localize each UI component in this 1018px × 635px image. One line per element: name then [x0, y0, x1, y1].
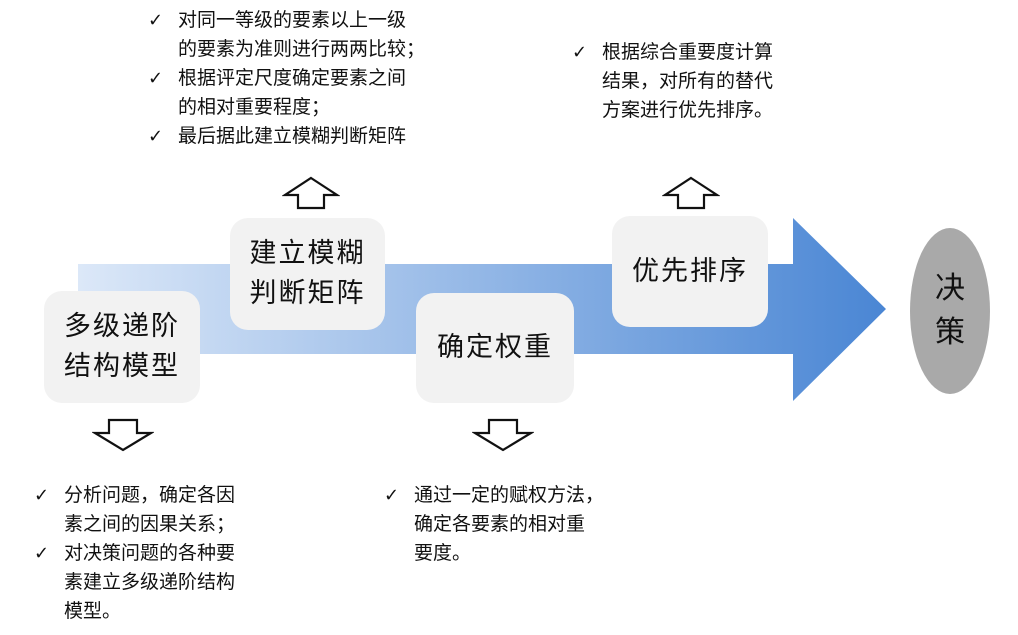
check-icon: ✓ — [148, 68, 164, 89]
note-text-line: 最后据此建立模糊判断矩阵 — [178, 125, 407, 147]
check-icon: ✓ — [34, 485, 50, 506]
step-hierarchy-label-line2: 结构模型 — [64, 351, 180, 382]
check-icon: ✓ — [384, 485, 400, 506]
decision-label-char1: 决 — [935, 271, 965, 306]
down-arrow-icon — [92, 418, 154, 452]
up-arrow-icon — [282, 176, 340, 210]
note-text-line: 的相对重要程度； — [178, 96, 331, 118]
list-item: ✓ 分析问题，确定各因 素之间的因果关系； — [34, 481, 284, 539]
note-text-line: 素建立多级递阶结构 — [64, 571, 236, 593]
step-fuzzy-matrix: 建立模糊 判断矩阵 — [230, 218, 385, 330]
note-text-line: 结果，对所有的替代 — [602, 70, 774, 92]
list-item: ✓ 通过一定的赋权方法， 确定各要素的相对重 要度。 — [384, 481, 644, 568]
list-item: ✓ 对同一等级的要素以上一级 的要素为准则进行两两比较； — [148, 6, 478, 64]
check-icon: ✓ — [34, 543, 50, 564]
note-text-line: 对决策问题的各种要 — [64, 542, 236, 564]
note-text-line: 方案进行优先排序。 — [602, 99, 774, 121]
check-icon: ✓ — [572, 42, 588, 63]
note-text-line: 对同一等级的要素以上一级 — [178, 9, 407, 31]
step-fuzzy-matrix-label-line2: 判断矩阵 — [249, 278, 366, 309]
check-icon: ✓ — [148, 10, 164, 31]
note-text-line: 根据评定尺度确定要素之间 — [178, 67, 407, 89]
step-determine-weights: 确定权重 — [416, 293, 574, 403]
step-ranking-label: 优先排序 — [632, 255, 748, 287]
step-priority-ranking: 优先排序 — [612, 216, 768, 327]
note-text-line: 通过一定的赋权方法， — [414, 484, 605, 506]
note-ranking: ✓ 根据综合重要度计算 结果，对所有的替代 方案进行优先排序。 — [572, 38, 812, 125]
note-text-line: 要度。 — [414, 542, 472, 564]
note-text-line: 根据综合重要度计算 — [602, 41, 774, 63]
note-hierarchy: ✓ 分析问题，确定各因 素之间的因果关系； ✓ 对决策问题的各种要 素建立多级递… — [34, 481, 284, 626]
note-text-line: 的要素为准则进行两两比较； — [178, 38, 426, 60]
check-icon: ✓ — [148, 126, 164, 147]
note-fuzzy-matrix: ✓ 对同一等级的要素以上一级 的要素为准则进行两两比较； ✓ 根据评定尺度确定要… — [148, 6, 478, 151]
decision-label-char2: 策 — [935, 315, 965, 350]
list-item: ✓ 根据综合重要度计算 结果，对所有的替代 方案进行优先排序。 — [572, 38, 812, 125]
note-text-line: 素之间的因果关系； — [64, 513, 236, 535]
step-fuzzy-matrix-label-line1: 建立模糊 — [249, 238, 366, 269]
up-arrow-icon — [662, 176, 720, 210]
note-weights: ✓ 通过一定的赋权方法， 确定各要素的相对重 要度。 — [384, 481, 644, 568]
note-text-line: 模型。 — [64, 600, 122, 622]
list-item: ✓ 根据评定尺度确定要素之间 的相对重要程度； — [148, 64, 478, 122]
step-weights-label: 确定权重 — [437, 332, 553, 363]
note-text-line: 确定各要素的相对重 — [414, 513, 586, 535]
list-item: ✓ 最后据此建立模糊判断矩阵 — [148, 122, 478, 151]
note-text-line: 分析问题，确定各因 — [64, 484, 236, 506]
decision-node: 决 策 — [910, 228, 990, 394]
step-hierarchy-label-line1: 多级递阶 — [64, 311, 180, 342]
list-item: ✓ 对决策问题的各种要 素建立多级递阶结构 模型。 — [34, 539, 284, 626]
down-arrow-icon — [472, 418, 534, 452]
step-hierarchy-model: 多级递阶 结构模型 — [44, 291, 200, 403]
